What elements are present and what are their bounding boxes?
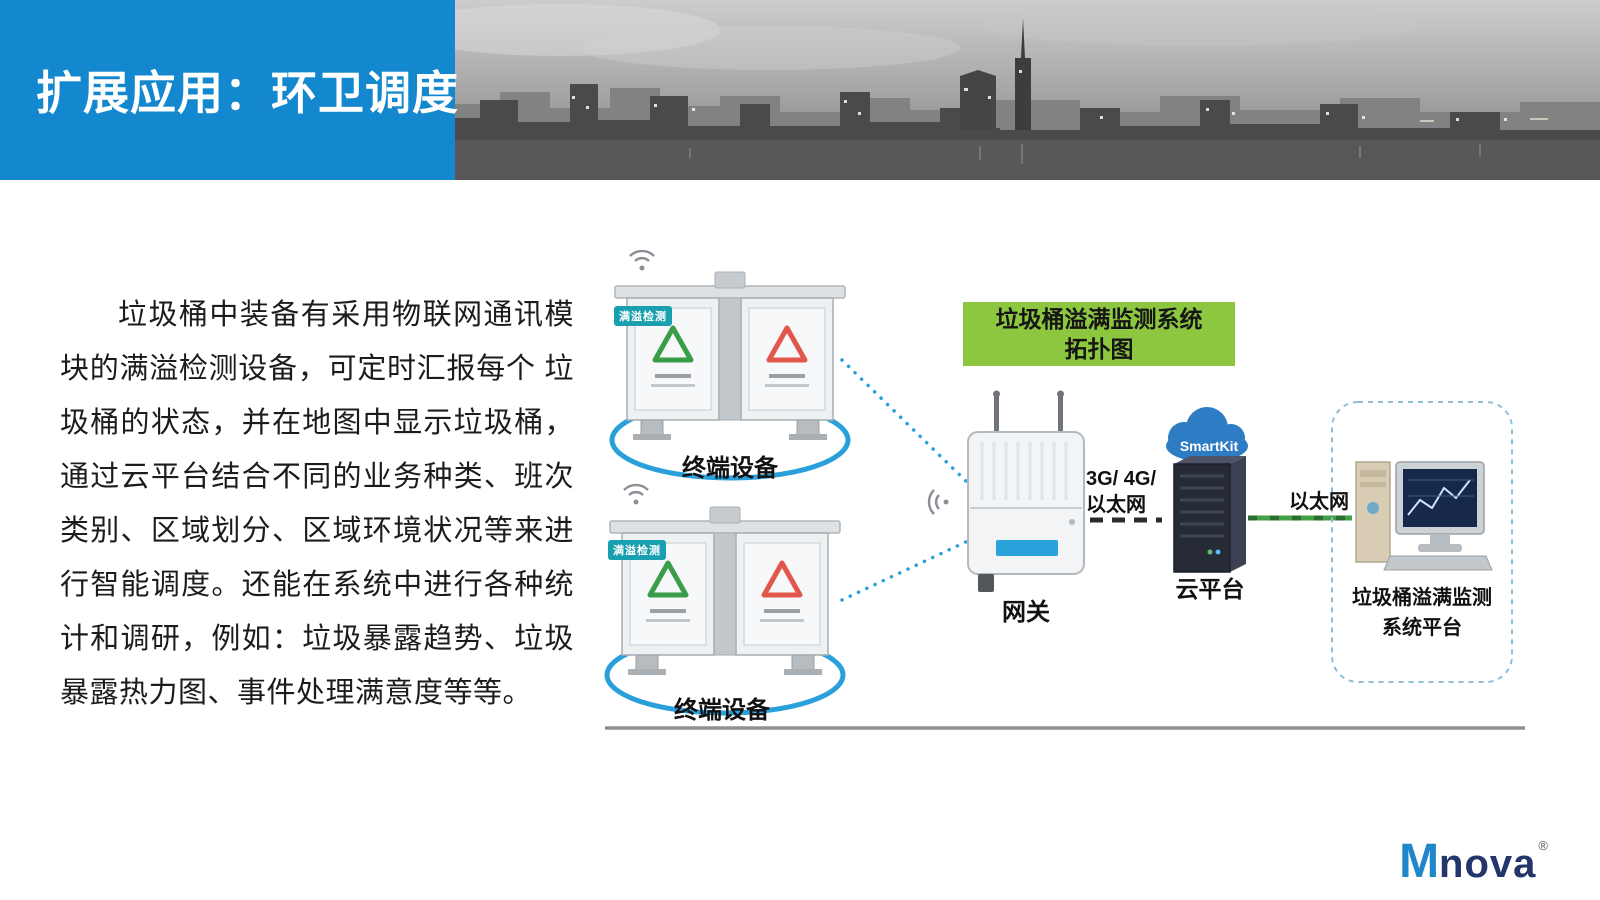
link-terminal2-gateway (840, 538, 972, 602)
wifi-signal-icon-2 (622, 483, 650, 506)
gateway-device (927, 390, 1085, 592)
registered-mark: ® (1538, 838, 1548, 853)
cloud-icon (1166, 407, 1248, 462)
body-paragraph: 垃圾桶中装备有采用物联网通讯模块的满溢检测设备，可定时汇报每个 垃圾桶的状态，并… (60, 299, 574, 709)
terminal-label-2: 终端设备 (674, 697, 770, 724)
header: 扩展应用：环卫调度 (0, 0, 1600, 180)
skyline-graphic (400, 0, 1600, 180)
cloud-platform-label: 云平台 (1175, 576, 1245, 602)
city-skyline-image (400, 0, 1600, 180)
brand-logo: M nova ® (1399, 838, 1548, 886)
wifi-signal-icon-1 (628, 250, 656, 272)
cloud-name-label: SmartKit (1179, 438, 1239, 454)
link-cloud-platform-label: 以太网 (1289, 491, 1349, 513)
sensor-badge-1: 满溢检测 (614, 306, 672, 326)
link-label-line1: 3G/ 4G/ (1086, 468, 1157, 490)
diagram-title-line1: 垃圾桶溢满监测系统 (995, 306, 1203, 332)
platform-frame (1331, 401, 1513, 683)
platform-label: 垃圾桶溢满监测 系统平台 (1332, 583, 1512, 643)
link-gateway-cloud-label: 3G/ 4G/ 以太网 (1086, 466, 1170, 518)
link-terminal1-gateway (840, 358, 972, 487)
wifi-signal-icon-gateway (927, 488, 950, 516)
diagram-title-line2: 拓扑图 (1064, 336, 1134, 362)
page-title: 扩展应用：环卫调度 (36, 67, 459, 119)
gateway-label: 网关 (1002, 599, 1050, 626)
terminal-device-1 (615, 272, 845, 440)
platform-label-line2: 系统平台 (1382, 617, 1462, 639)
cloud-server (1173, 456, 1246, 573)
platform-computer (1355, 461, 1493, 571)
platform-label-line1: 垃圾桶溢满监测 (1352, 587, 1492, 609)
link-label-line2: 以太网 (1086, 494, 1146, 516)
diagram-title: 垃圾桶溢满监测系统 拓扑图 (963, 302, 1235, 366)
logo-text: nova (1439, 842, 1537, 886)
logo-m: M (1399, 835, 1440, 888)
topology-diagram (604, 250, 1525, 730)
sensor-badge-2: 满溢检测 (608, 540, 666, 560)
terminal-device-2 (610, 507, 840, 675)
title-banner: 扩展应用：环卫调度 (0, 0, 458, 180)
terminal-label-1: 终端设备 (682, 455, 778, 482)
